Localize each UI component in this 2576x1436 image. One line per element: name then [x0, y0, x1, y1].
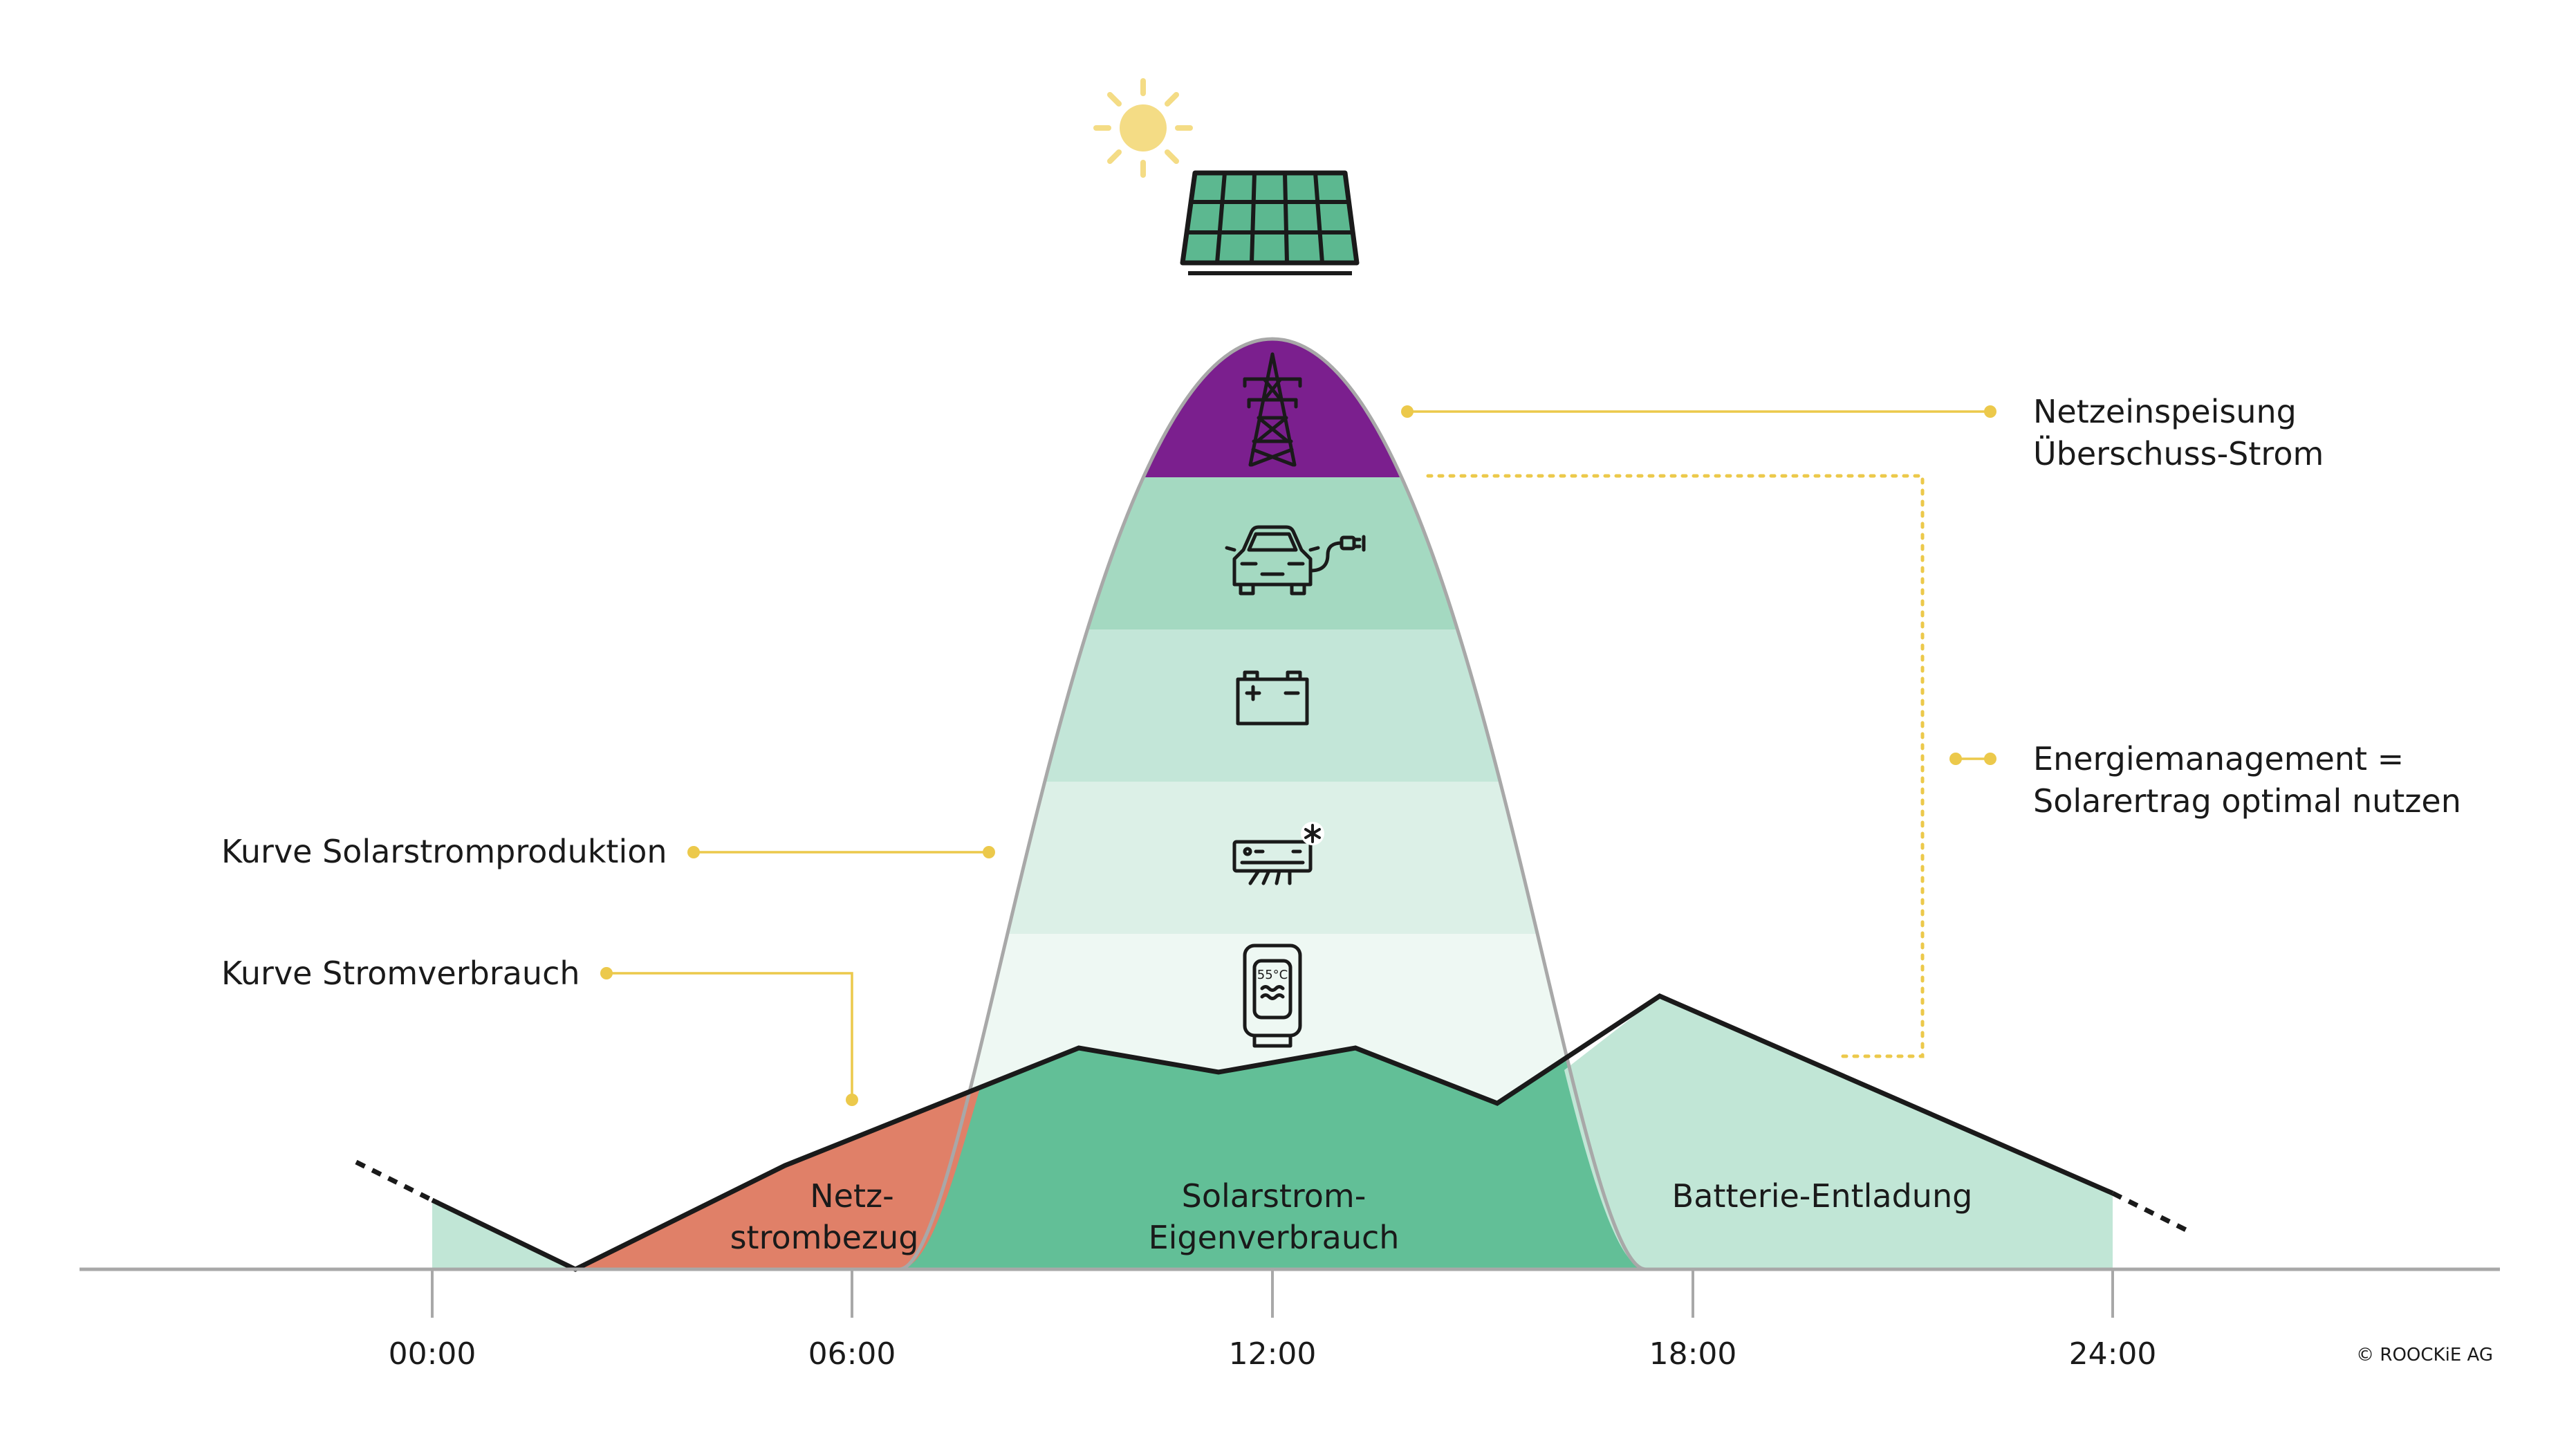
- solar-curve-label: Kurve Solarstromproduktion: [221, 833, 667, 870]
- electric-car-icon: [1225, 525, 1366, 596]
- self-consumption-label-1: Solarstrom-: [1182, 1177, 1366, 1215]
- sun-icon: [1093, 78, 1193, 178]
- feed-in-label-1: Netzeinspeisung: [2033, 393, 2297, 430]
- grid-draw-label-1: Netz-: [810, 1177, 894, 1215]
- solar-curve-pointer-end: [983, 846, 995, 858]
- band-battery: [899, 629, 1646, 782]
- air-conditioner-icon: [1232, 822, 1324, 885]
- tick-label-2400: 24:00: [2069, 1336, 2157, 1372]
- tick-label-0000: 00:00: [389, 1336, 476, 1372]
- consumption-curve-pointer-start: [600, 967, 613, 979]
- feed-in-pointer-end: [1984, 405, 1996, 418]
- band-car-charging: [899, 477, 1646, 629]
- self-consumption-label-2: Eigenverbrauch: [1149, 1219, 1400, 1256]
- energy-management-pointer-start: [1949, 753, 1962, 765]
- battery-discharge-area: [1564, 996, 2113, 1269]
- copyright-notice: © ROOCKiE AG: [2356, 1345, 2493, 1365]
- tick-label-0600: 06:00: [808, 1336, 896, 1372]
- solar-curve-pointer-start: [687, 846, 700, 858]
- solar-panel-icon: [1180, 170, 1360, 275]
- solar-production-curve: [898, 337, 1647, 1271]
- consumption-curve: [431, 993, 2114, 1272]
- tick-label-1800: 18:00: [1649, 1336, 1737, 1372]
- energy-management-pointer-end: [1984, 753, 1996, 765]
- energy-management-bracket: [1426, 474, 1925, 1058]
- moon-icon-left: [414, 1087, 451, 1127]
- feed-in-label-2: Überschuss-Strom: [2033, 435, 2324, 472]
- tick-label-1200: 12:00: [1229, 1336, 1317, 1372]
- boiler-temperature: 55°C: [1257, 968, 1288, 982]
- consumption-curve-dashed-right: [2111, 1190, 2190, 1234]
- grid-draw-area: [575, 1086, 981, 1269]
- x-axis-ticks: [431, 1269, 2114, 1318]
- grid-draw-label-2: strombezug: [730, 1219, 919, 1256]
- energy-management-label-2: Solarertrag optimal nutzen: [2033, 782, 2461, 820]
- consumption-curve-pointer: [606, 972, 853, 1100]
- power-pylon-icon: [1243, 352, 1302, 467]
- battery-discharge-label: Batterie-Entladung: [1672, 1177, 1973, 1215]
- band-air-conditioner: [899, 782, 1646, 934]
- consumption-curve-dashed-left: [355, 1159, 434, 1203]
- moon-icon-right: [2095, 1087, 2132, 1127]
- water-boiler-icon: 55°C: [1243, 943, 1302, 1048]
- consumption-curve-label: Kurve Stromverbrauch: [221, 955, 580, 992]
- battery-icon: [1236, 670, 1309, 726]
- feed-in-pointer-start: [1401, 405, 1414, 418]
- consumption-curve-pointer-end: [846, 1094, 858, 1106]
- energy-management-label-1: Energiemanagement =: [2033, 740, 2404, 777]
